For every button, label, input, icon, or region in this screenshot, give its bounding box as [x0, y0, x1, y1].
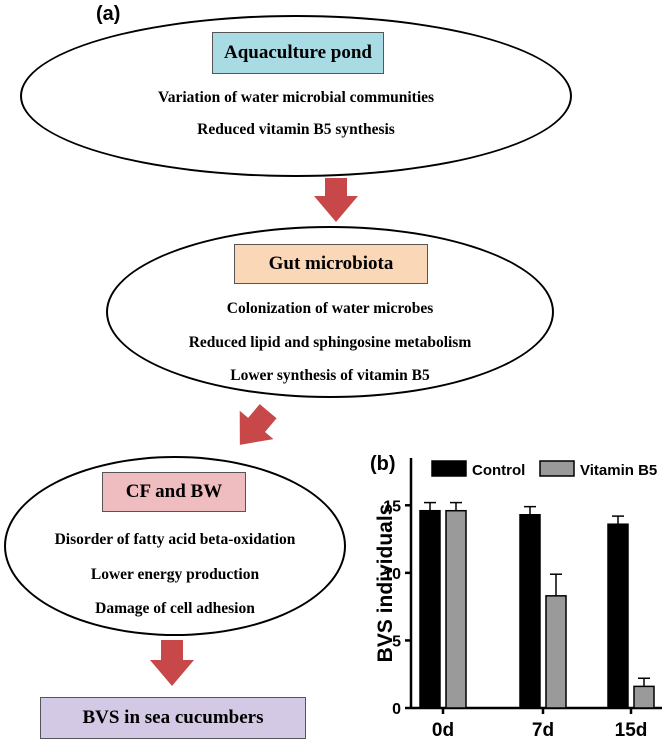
stage-line: Damage of cell adhesion: [95, 600, 255, 617]
flow-arrow-2: [239, 404, 277, 445]
flow-arrow-1: [314, 178, 358, 222]
legend-swatch: [539, 460, 575, 477]
stage-aquaculture-pond: Aquaculture pond Variation of water micr…: [20, 15, 572, 177]
legend-swatch: [431, 460, 467, 477]
stage-line: Reduced lipid and sphingosine metabolism: [188, 334, 472, 351]
stage-gut-microbiota: Gut microbiota Colonization of water mic…: [106, 226, 554, 398]
final-outcome-title: BVS in sea cucumbers: [82, 707, 264, 728]
y-tick-label: 10: [383, 566, 401, 583]
stage-title: CF and BW: [125, 481, 223, 502]
y-tick-label: 5: [392, 633, 401, 650]
bar-control: [419, 509, 441, 709]
bar-control: [607, 523, 629, 709]
stage-title: Gut microbiota: [268, 253, 394, 274]
stage-line: Lower energy production: [90, 566, 260, 583]
y-tick-label: 0: [392, 701, 401, 718]
y-tick-label: 15: [383, 498, 401, 515]
bar-control: [519, 514, 541, 709]
x-tick-label: 0d: [432, 720, 454, 741]
legend-label: Vitamin B5: [580, 462, 657, 479]
stage-title-box: Gut microbiota: [234, 244, 428, 284]
final-outcome-box: BVS in sea cucumbers: [40, 697, 306, 739]
stage-title: Aquaculture pond: [223, 42, 372, 63]
bar-vitamin-b5: [633, 685, 655, 709]
stage-cf-and-bw: CF and BW Disorder of fatty acid beta-ox…: [4, 456, 346, 636]
stage-line: Colonization of water microbes: [226, 300, 434, 317]
bar-vitamin-b5: [545, 595, 567, 709]
stage-title-box: CF and BW: [102, 472, 246, 512]
x-tick-label: 7d: [532, 720, 554, 741]
panel-b-label: (b): [370, 453, 396, 475]
stage-line: Variation of water microbial communities: [157, 89, 435, 106]
panel-a-label: (a): [96, 3, 121, 25]
flow-arrow-3: [150, 640, 194, 686]
stage-line: Lower synthesis of vitamin B5: [230, 367, 430, 384]
y-axis-title: BVS individuals: [374, 504, 397, 663]
stage-line: Disorder of fatty acid beta-oxidation: [54, 531, 296, 548]
bvs-bar-chart: (b) BVS individuals 0 5 10 15 0d 7d 15d Control Vi…: [370, 453, 662, 741]
x-tick-label: 15d: [615, 720, 648, 741]
stage-line: Reduced vitamin B5 synthesis: [197, 121, 395, 138]
legend-label: Control: [472, 462, 525, 479]
stage-title-box: Aquaculture pond: [212, 32, 384, 74]
bar-vitamin-b5: [445, 509, 467, 709]
